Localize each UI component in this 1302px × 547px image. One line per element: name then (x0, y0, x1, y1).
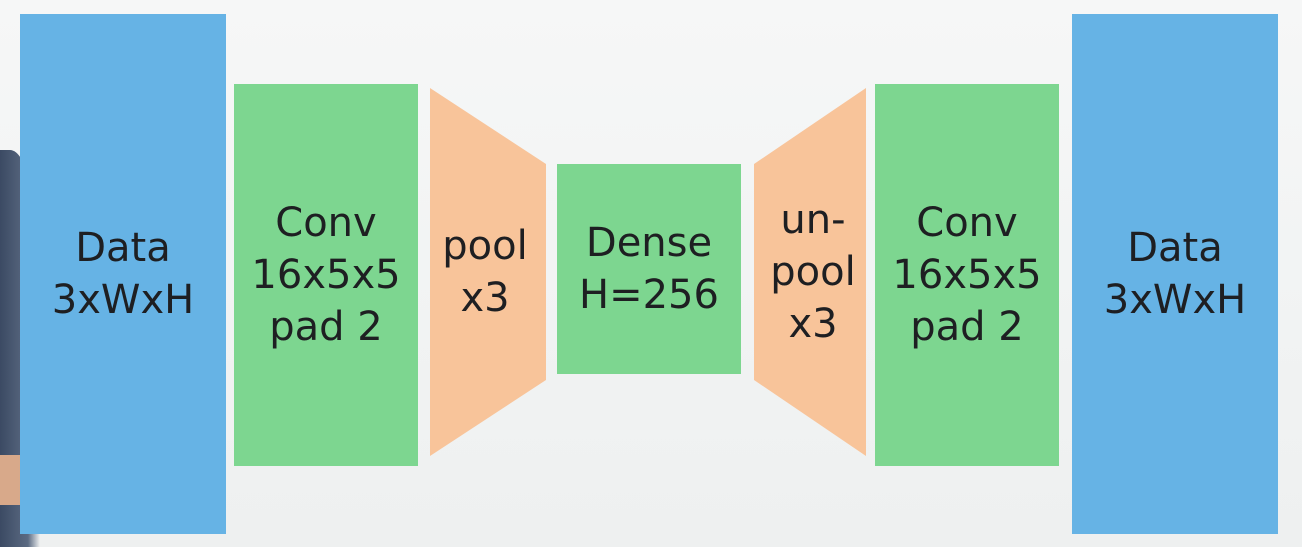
conv-decoder-padding: pad 2 (910, 304, 1024, 350)
unpool-factor: x3 (788, 301, 838, 347)
output-data-block: Data 3xWxH (1072, 14, 1278, 534)
pool-block: pool x3 (430, 88, 546, 456)
unpool-label-prefix: un- (780, 197, 846, 243)
conv-decoder-filters: 16x5x5 (892, 252, 1042, 298)
dense-size: H=256 (579, 272, 719, 318)
input-data-label: Data (75, 225, 171, 271)
input-data-block: Data 3xWxH (20, 14, 226, 534)
conv-encoder-block: Conv 16x5x5 pad 2 (234, 84, 418, 466)
pool-factor: x3 (460, 275, 510, 321)
output-data-label: Data (1127, 225, 1223, 271)
input-data-shape: 3xWxH (51, 277, 195, 323)
dense-label: Dense (585, 220, 713, 266)
conv-encoder-padding: pad 2 (269, 304, 383, 350)
dense-block: Dense H=256 (557, 164, 741, 374)
conv-decoder-block: Conv 16x5x5 pad 2 (875, 84, 1059, 466)
conv-encoder-label: Conv (275, 200, 377, 246)
pool-shape (430, 88, 546, 456)
unpool-block: un- pool x3 (754, 88, 866, 456)
conv-encoder-filters: 16x5x5 (251, 252, 401, 298)
unpool-label: pool (770, 249, 856, 295)
conv-decoder-label: Conv (916, 200, 1018, 246)
unpool-shape (754, 88, 866, 456)
pool-label: pool (442, 223, 528, 269)
output-data-shape: 3xWxH (1103, 277, 1247, 323)
